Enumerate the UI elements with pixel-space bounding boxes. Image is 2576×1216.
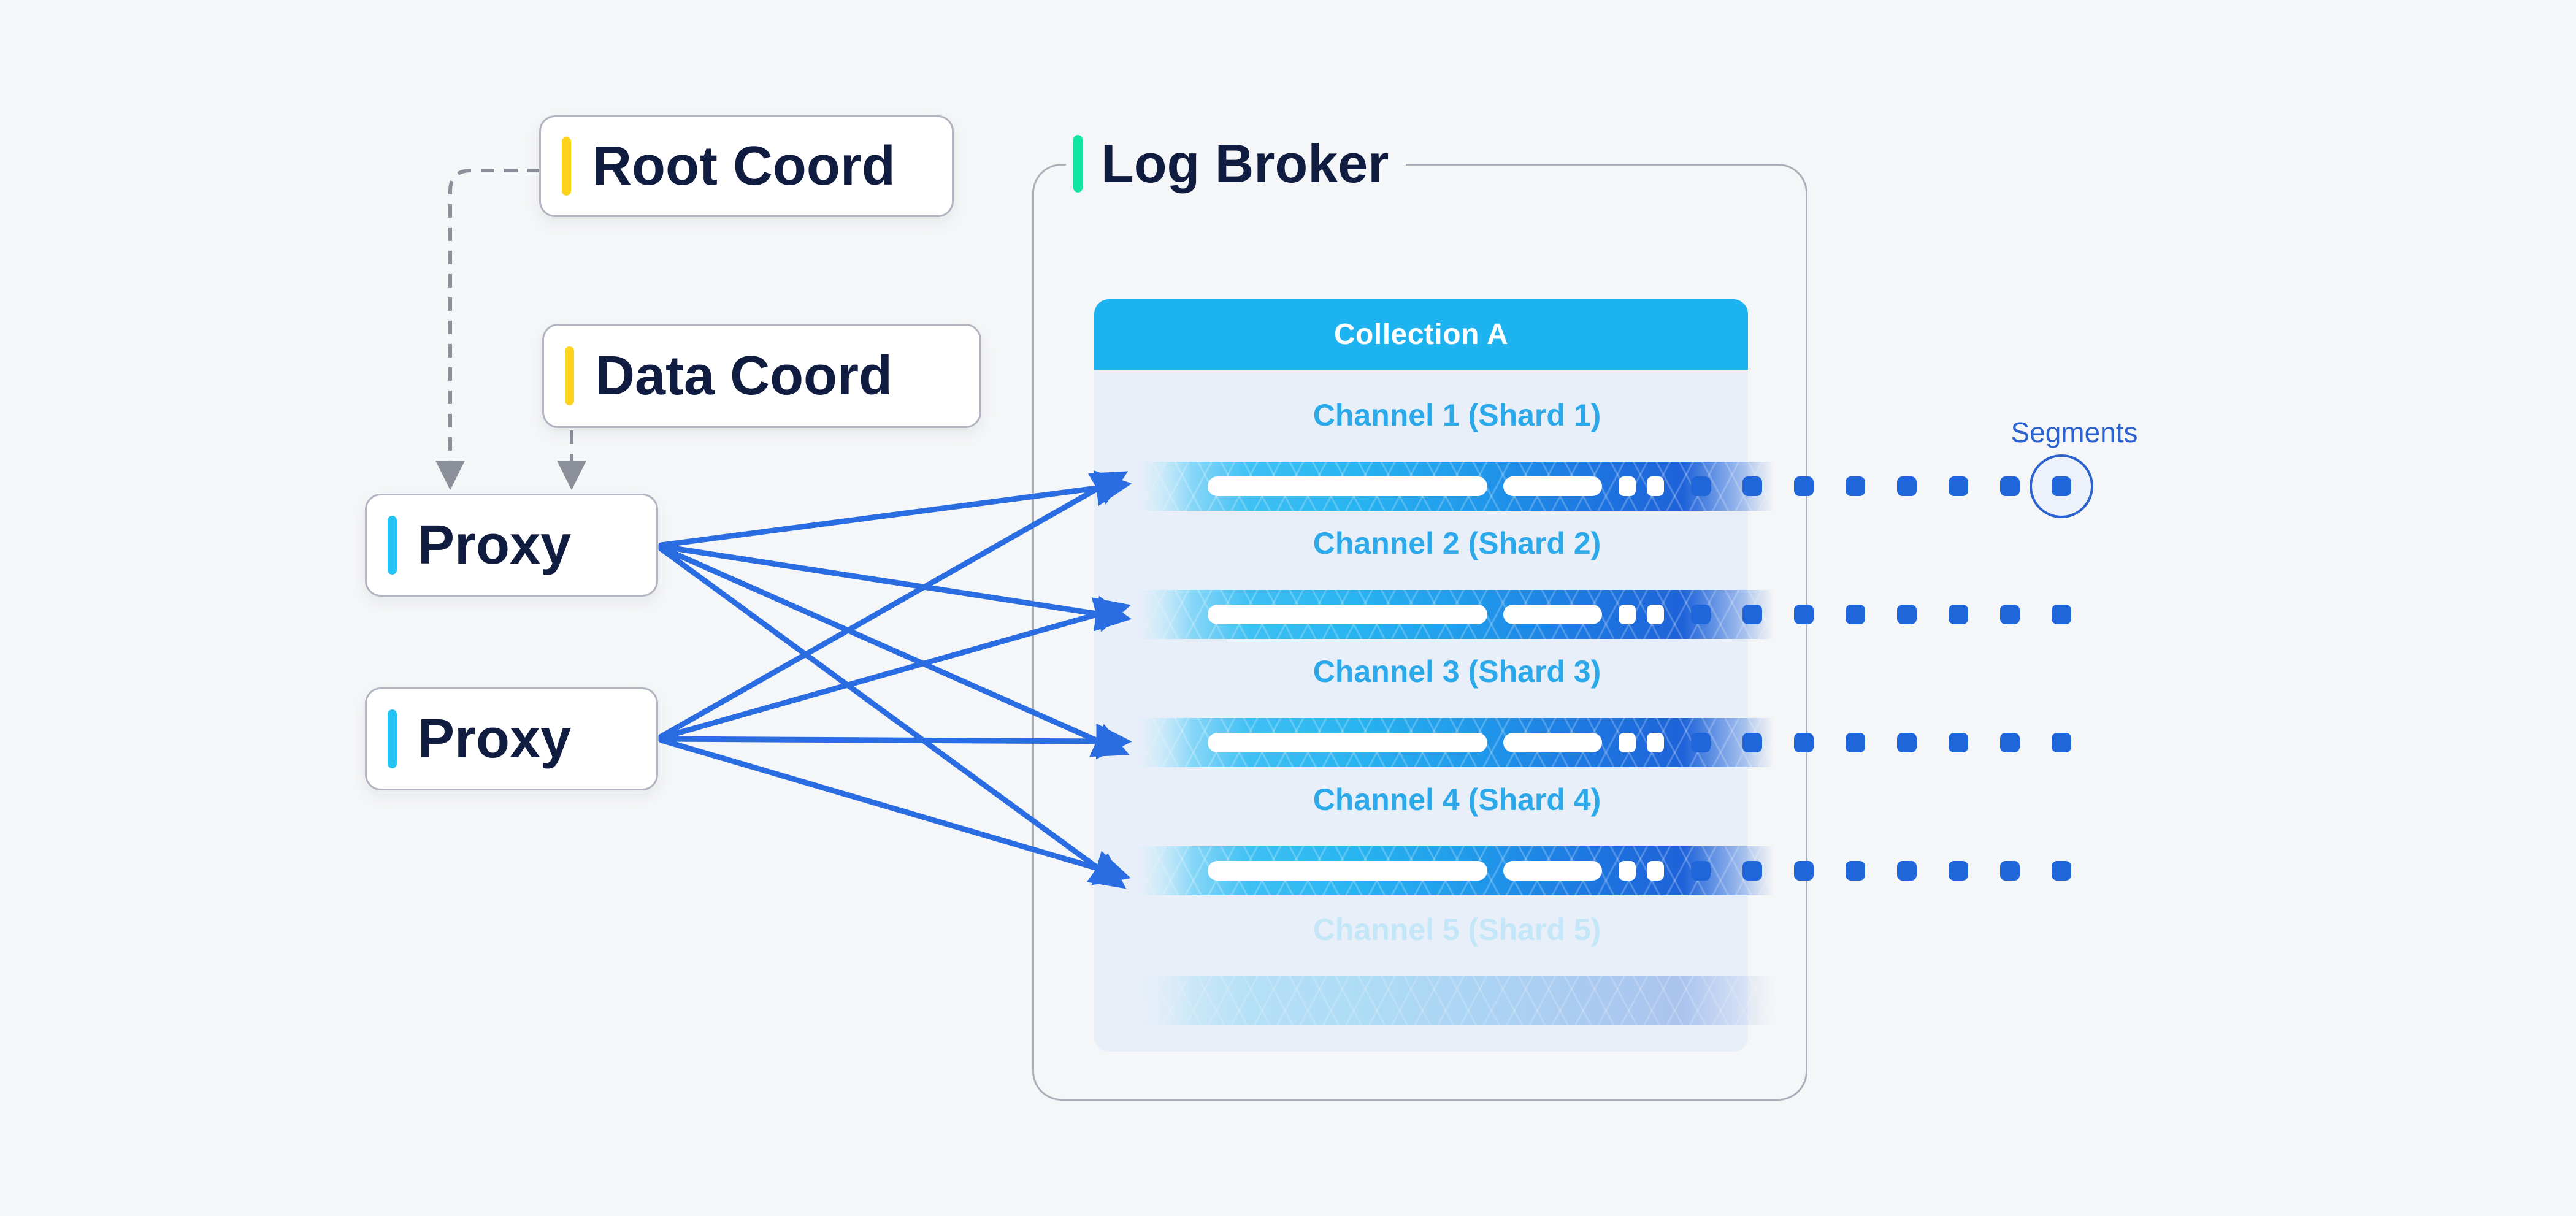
channel-label-1: Channel 1 (Shard 1) bbox=[1313, 398, 1601, 432]
channel-4-message-pill-long bbox=[1208, 861, 1487, 881]
proxy-1-node: Proxy bbox=[365, 494, 658, 597]
segment-dot-ch3-8 bbox=[2052, 733, 2071, 752]
segment-dot-ch2-7 bbox=[2000, 605, 2020, 624]
collection-header: Collection A bbox=[1094, 299, 1748, 370]
segment-dot-ch4-4 bbox=[1846, 861, 1865, 881]
channel-1-message-pill-long bbox=[1208, 476, 1487, 496]
proxy-2-node: Proxy bbox=[365, 687, 658, 790]
channel-label-3: Channel 3 (Shard 3) bbox=[1313, 654, 1601, 689]
data-coord-accent-bar bbox=[565, 346, 574, 405]
segment-dot-ch2-5 bbox=[1897, 605, 1917, 624]
segment-dot-ch4-3 bbox=[1794, 861, 1814, 881]
channel-bar-2 bbox=[1133, 590, 1781, 639]
proxy-2-accent-bar bbox=[388, 709, 397, 768]
segment-dot-ch4-8 bbox=[2052, 861, 2071, 881]
channel-2-message-pill-sq1 bbox=[1619, 605, 1636, 624]
segment-dot-ch4-5 bbox=[1897, 861, 1917, 881]
segment-dot-ch1-6 bbox=[1949, 476, 1968, 496]
segment-dot-ch3-7 bbox=[2000, 733, 2020, 752]
channel-4-message-pill-short bbox=[1503, 861, 1602, 881]
channel-bar-1 bbox=[1133, 462, 1781, 511]
data-coord-label: Data Coord bbox=[595, 345, 893, 407]
proxy-2-label: Proxy bbox=[418, 708, 572, 770]
segment-dot-ch1-5 bbox=[1897, 476, 1917, 496]
root-coord-label: Root Coord bbox=[592, 135, 895, 197]
channel-3-message-pill-short bbox=[1503, 733, 1602, 752]
segment-dot-ch4-6 bbox=[1949, 861, 1968, 881]
root-coord-node: Root Coord bbox=[539, 115, 954, 217]
segment-dot-ch1-3 bbox=[1794, 476, 1814, 496]
channel-1-message-pill-short bbox=[1503, 476, 1602, 496]
segment-dot-ch1-7 bbox=[2000, 476, 2020, 496]
segment-dot-ch3-3 bbox=[1794, 733, 1814, 752]
segment-dot-ch2-8 bbox=[2052, 605, 2071, 624]
collection-panel: Collection A bbox=[1094, 299, 1748, 1052]
channel-bar-4 bbox=[1133, 846, 1781, 895]
segment-dot-ch4-1 bbox=[1691, 861, 1711, 881]
channel-4-message-pill-sq1 bbox=[1619, 861, 1636, 881]
channel-1-message-pill-sq2 bbox=[1647, 476, 1664, 496]
channel-2-message-pill-long bbox=[1208, 605, 1487, 624]
segment-dot-ch2-3 bbox=[1794, 605, 1814, 624]
proxy-1-label: Proxy bbox=[418, 514, 572, 576]
segment-dot-ch3-6 bbox=[1949, 733, 1968, 752]
channel-bar-5 bbox=[1133, 976, 1781, 1025]
channel-label-4: Channel 4 (Shard 4) bbox=[1313, 782, 1601, 817]
channel-bar-3 bbox=[1133, 718, 1781, 767]
segments-label: Segments bbox=[2011, 416, 2138, 448]
segment-dot-ch1-2 bbox=[1742, 476, 1762, 496]
segment-dot-ch2-1 bbox=[1691, 605, 1711, 624]
segment-dot-ch3-5 bbox=[1897, 733, 1917, 752]
segment-dot-ch2-2 bbox=[1742, 605, 1762, 624]
segment-dot-ch3-4 bbox=[1846, 733, 1865, 752]
channel-3-message-pill-long bbox=[1208, 733, 1487, 752]
channel-3-message-pill-sq2 bbox=[1647, 733, 1664, 752]
segment-dot-ch4-2 bbox=[1742, 861, 1762, 881]
channel-1-message-pill-sq1 bbox=[1619, 476, 1636, 496]
segment-dot-ch3-2 bbox=[1742, 733, 1762, 752]
channel-label-2: Channel 2 (Shard 2) bbox=[1313, 526, 1601, 560]
segment-dot-ch2-6 bbox=[1949, 605, 1968, 624]
segment-dot-ch3-1 bbox=[1691, 733, 1711, 752]
proxy-1-accent-bar bbox=[388, 516, 397, 575]
segment-dot-ch1-8 bbox=[2052, 476, 2071, 496]
channel-label-5: Channel 5 (Shard 5) bbox=[1313, 912, 1601, 947]
log-broker-accent-bar bbox=[1073, 135, 1083, 193]
segment-dot-ch2-4 bbox=[1846, 605, 1865, 624]
dashed-arrow-rootcoord-to-proxy bbox=[435, 169, 541, 491]
channel-4-message-pill-sq2 bbox=[1647, 861, 1664, 881]
segment-dot-ch1-4 bbox=[1846, 476, 1865, 496]
root-coord-accent-bar bbox=[562, 137, 571, 196]
data-coord-node: Data Coord bbox=[542, 324, 981, 428]
segment-dot-ch1-1 bbox=[1691, 476, 1711, 496]
log-broker-legend: Log Broker bbox=[1066, 131, 1406, 197]
channel-3-message-pill-sq1 bbox=[1619, 733, 1636, 752]
log-broker-label: Log Broker bbox=[1101, 133, 1389, 194]
segment-dot-ch4-7 bbox=[2000, 861, 2020, 881]
channel-2-message-pill-short bbox=[1503, 605, 1602, 624]
channel-2-message-pill-sq2 bbox=[1647, 605, 1664, 624]
